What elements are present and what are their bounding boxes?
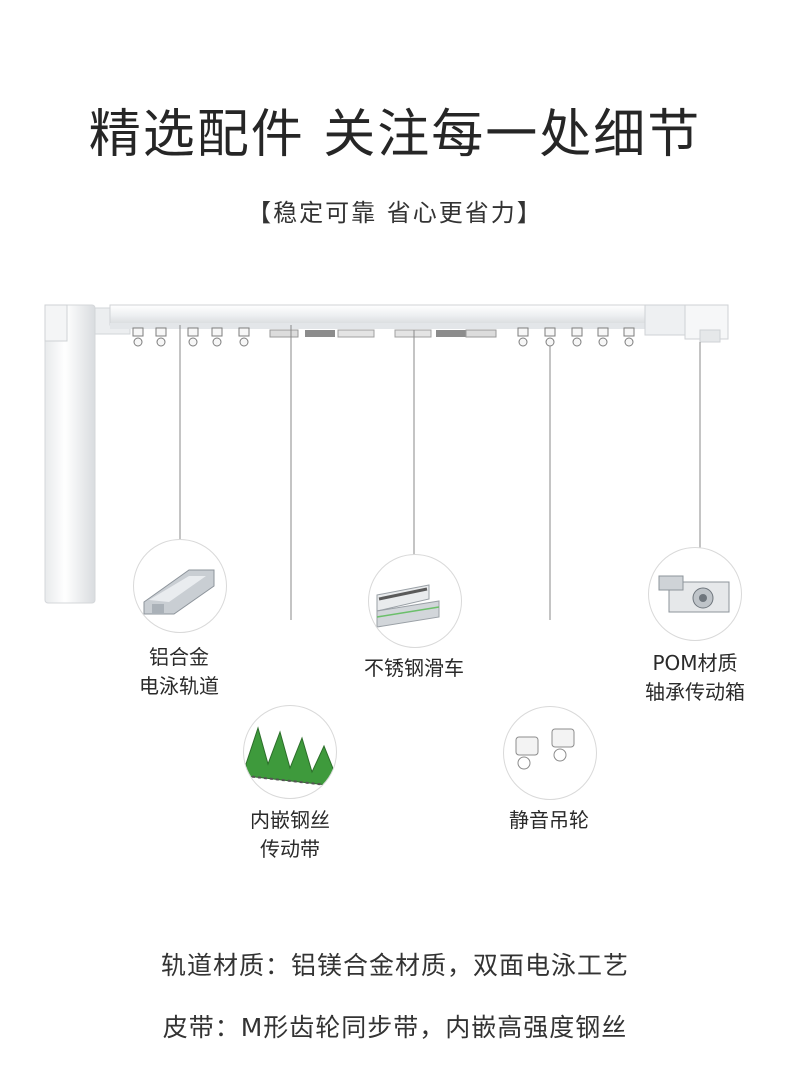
callout-pulley: 不锈钢滑车	[339, 654, 489, 683]
page-title: 精选配件 关注每一处细节	[88, 105, 702, 165]
callout-belt-line1: 内嵌钢丝	[250, 808, 330, 832]
callout-rail-line1: 铝合金	[149, 645, 209, 669]
spec-rail-material: 轨道材质：铝镁合金材质，双面电泳工艺	[160, 951, 629, 980]
spec-belt: 皮带：M形齿轮同步带，内嵌高强度钢丝	[162, 1013, 628, 1042]
leader-lines	[179, 325, 701, 620]
gearbox-detail	[648, 547, 742, 641]
gearbox-icon	[658, 575, 730, 613]
callout-rail-line2: 电泳轨道	[139, 674, 219, 698]
callout-gearbox-line1: POM材质	[652, 651, 738, 675]
curtain-track-illustration	[44, 304, 729, 620]
hook-group-left	[132, 327, 250, 347]
callout-rail: 铝合金 电泳轨道	[104, 643, 254, 701]
callout-gearbox: POM材质 轴承传动箱	[620, 649, 770, 707]
page-subtitle: 【稳定可靠 省心更省力】	[247, 199, 543, 227]
pulley-detail	[368, 554, 462, 648]
end-cap	[644, 304, 729, 343]
pulley-carriage-icon	[376, 584, 440, 628]
pulley-carriers	[269, 329, 497, 338]
callout-pulley-line1: 不锈钢滑车	[364, 656, 464, 680]
rail-profile-icon	[143, 569, 215, 615]
toothed-belt-icon	[245, 726, 336, 787]
callout-hook-line1: 静音吊轮	[509, 808, 589, 832]
callout-belt-line2: 传动带	[260, 837, 320, 861]
aluminum-rail-detail	[133, 539, 227, 633]
hook-detail	[503, 706, 597, 800]
callout-belt: 内嵌钢丝 传动带	[215, 806, 365, 864]
hook-group-right	[517, 327, 635, 347]
callout-hook: 静音吊轮	[474, 806, 624, 835]
belt-detail	[243, 705, 337, 799]
hanging-wheel-icon	[515, 728, 575, 770]
motor-housing	[44, 304, 131, 604]
callout-gearbox-line2: 轴承传动箱	[645, 680, 745, 704]
aluminum-rail	[109, 304, 691, 329]
